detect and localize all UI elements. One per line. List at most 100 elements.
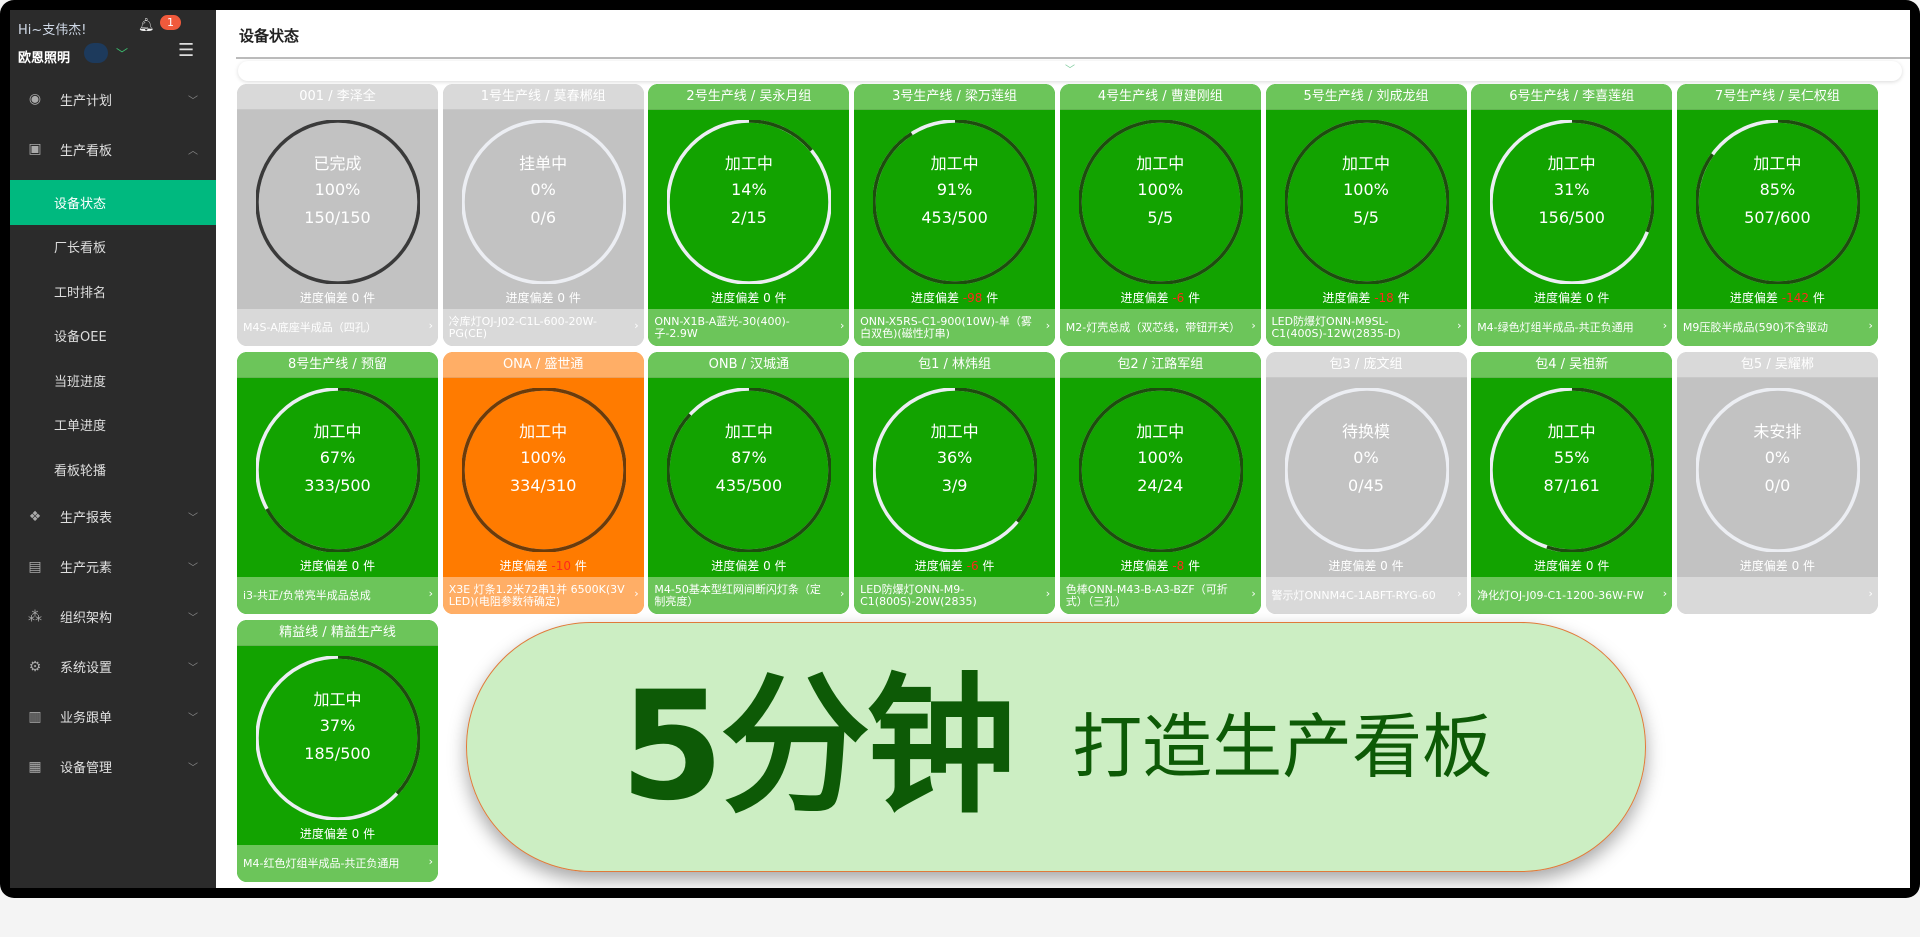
card-product[interactable]: M4S-A底座半成品（四孔）› xyxy=(237,309,438,346)
progress-ring xyxy=(1695,120,1860,284)
sidebar-item-shift-progress[interactable]: 当班进度 xyxy=(54,374,107,390)
card-product[interactable]: ONN-X5RS-C1-900(10W)-单（雾白双色)(磁性灯串)› xyxy=(854,309,1056,346)
menu-item-production-plan[interactable]: ◉生产计划﹀ xyxy=(10,74,216,124)
card-product[interactable]: 冷库灯OJ-J02-C1L-600-20W-PG(CE)› xyxy=(442,309,644,346)
progress-ring xyxy=(256,120,420,284)
card-deviation: 进度偏差 -18 件 xyxy=(1266,290,1467,306)
device-card[interactable]: 1号生产线 / 莫春郴组 挂单中 0% 0/6 进度偏差 0 件 冷库灯OJ-J… xyxy=(442,84,644,346)
card-deviation: 进度偏差 0 件 xyxy=(1677,558,1878,574)
device-card[interactable]: ONA / 盛世通 加工中 100% 334/310 进度偏差 -10 件 X3… xyxy=(442,352,644,614)
device-card[interactable]: 6号生产线 / 李喜莲组 加工中 31% 156/500 进度偏差 0 件 M4… xyxy=(1471,84,1673,346)
card-product[interactable]: › xyxy=(1676,577,1878,614)
menu-label: 系统设置 xyxy=(60,661,113,676)
sidebar-item-order-progress[interactable]: 工单进度 xyxy=(54,419,107,435)
notification-badge[interactable]: 1 xyxy=(160,15,181,30)
menu-item-reports[interactable]: ❖生产报表﹀ xyxy=(10,492,216,542)
card-status: 挂单中 xyxy=(519,154,568,173)
card-product[interactable]: 净化灯OJ-J09-C1-1200-36W-FW› xyxy=(1471,577,1673,614)
deviation-unit: 件 xyxy=(568,291,581,305)
deviation-value: 0 xyxy=(1585,291,1594,305)
card-product[interactable]: LED防爆灯ONN-M9-C1(800S)-20W(2835)› xyxy=(854,577,1056,614)
card-percent: 0% xyxy=(1353,448,1379,467)
chevron-right-icon: › xyxy=(1251,587,1256,600)
bell-icon[interactable]: 🔔︎ xyxy=(138,18,155,33)
sidebar-item-board-carousel[interactable]: 看板轮播 xyxy=(54,463,107,479)
card-product[interactable]: 色棒ONN-M43-B-A3-BZF（可折式）（三孔） › xyxy=(1059,577,1261,614)
card-product[interactable]: M9压胶半成品(590)不含驱动› xyxy=(1676,309,1878,346)
card-deviation: 进度偏差 0 件 xyxy=(648,558,849,574)
card-count: 150/150 xyxy=(304,208,371,227)
sidebar: Hi~支伟杰! 🔔︎ 1 欧恩照明 ﹀ ☰ ◉生产计划﹀ ▣生产看板︿ 设备状态… xyxy=(10,10,216,888)
menu-item-settings[interactable]: ⚙系统设置﹀ xyxy=(10,642,216,692)
product-name: i3-共正/负常亮半成品总成 xyxy=(243,588,371,602)
chevron-down-icon: ﹀ xyxy=(1065,65,1075,76)
product-name: 色棒ONN-M43-B-A3-BZF（可折式）（三孔） xyxy=(1065,582,1228,608)
card-deviation: 进度偏差 -6 件 xyxy=(1060,290,1261,306)
card-percent: 36% xyxy=(936,448,973,467)
device-card[interactable]: 包4 / 吴祖新 加工中 55% 87/161 进度偏差 0 件 净化灯OJ-J… xyxy=(1471,352,1673,614)
company-name[interactable]: 欧恩照明 xyxy=(18,51,71,66)
promo-headline: 5分钟 xyxy=(619,660,1016,834)
device-card[interactable]: 5号生产线 / 刘成龙组 加工中 100% 5/5 进度偏差 -18 件 LED… xyxy=(1265,84,1467,346)
card-count: 87/161 xyxy=(1543,476,1600,495)
machine-icon: ▤ xyxy=(28,558,42,575)
card-count: 334/310 xyxy=(509,476,577,495)
card-product[interactable]: i3-共正/负常亮半成品总成› xyxy=(237,577,438,614)
card-status: 加工中 xyxy=(1341,154,1390,173)
card-status: 加工中 xyxy=(1547,154,1596,173)
deviation-unit: 件 xyxy=(986,291,999,305)
card-count: 435/500 xyxy=(715,476,783,495)
device-card[interactable]: 包5 / 吴耀郴 未安排 0% 0/0 进度偏差 0 件 › xyxy=(1676,352,1878,614)
menu-label: 生产元素 xyxy=(60,561,113,576)
card-product[interactable]: 警示灯ONNM4C-1ABFT-RYG-60› xyxy=(1265,577,1467,614)
menu-item-order-tracking[interactable]: ▥业务跟单﹀ xyxy=(10,692,216,742)
card-product[interactable]: ONN-X1B-A蓝光-30(400)-子-2.9W› xyxy=(648,309,850,346)
deviation-value: 0 xyxy=(763,291,771,305)
deviation-unit: 件 xyxy=(1188,291,1201,305)
filter-bar-toggle[interactable]: ﹀ xyxy=(238,61,1902,81)
sidebar-item-hours-ranking[interactable]: 工时排名 xyxy=(54,285,107,301)
device-card[interactable]: 001 / 李泽全 已完成 100% 150/150 进度偏差 0 件 M4S-… xyxy=(237,84,438,346)
document-icon: ▥ xyxy=(28,708,42,725)
device-card[interactable]: 包3 / 庞文组 待换模 0% 0/45 进度偏差 0 件 警示灯ONNM4C-… xyxy=(1265,352,1467,614)
progress-ring-fill xyxy=(873,120,1038,284)
device-card[interactable]: 精益线 / 精益生产线 加工中 37% 185/500 进度偏差 0 件 M4-… xyxy=(237,620,438,882)
deviation-label: 进度偏差 xyxy=(1120,291,1169,305)
chevron-right-icon: › xyxy=(634,587,639,600)
sidebar-item-device-oee[interactable]: 设备OEE xyxy=(54,330,107,346)
card-product[interactable]: M4-50基本型红网间断闪灯条（定制亮度）› xyxy=(648,577,850,614)
chevron-right-icon: › xyxy=(634,319,639,332)
card-product[interactable]: X3E 灯条1.2米72串1并 6500K(3V LED)(电阻参数待确定)› xyxy=(442,577,644,614)
card-percent: 67% xyxy=(319,448,356,467)
menu-item-organization[interactable]: ⁂组织架构﹀ xyxy=(10,592,216,642)
card-product[interactable]: LED防爆灯ONN-M9SL-C1(400S)-12W(2835-D)› xyxy=(1265,309,1467,346)
card-product[interactable]: M4-绿色灯组半成品-共正负通用› xyxy=(1471,309,1673,346)
sidebar-item-manager-board[interactable]: 厂长看板 xyxy=(54,241,107,257)
device-card[interactable]: 8号生产线 / 预留 加工中 67% 333/500 进度偏差 0 件 i3-共… xyxy=(237,352,438,614)
menu-item-elements[interactable]: ▤生产元素﹀ xyxy=(10,542,216,592)
device-card[interactable]: 7号生产线 / 吴仁权组 加工中 85% 507/600 进度偏差 -142 件… xyxy=(1676,84,1878,346)
card-deviation: 进度偏差 -6 件 xyxy=(854,558,1055,574)
sidebar-item-device-status[interactable]: 设备状态 xyxy=(10,180,216,225)
menu-item-device-management[interactable]: ▦设备管理﹀ xyxy=(10,742,216,792)
device-card[interactable]: 包2 / 江路军组 加工中 100% 24/24 进度偏差 -8 件 色棒ONN… xyxy=(1059,352,1261,614)
device-card[interactable]: ONB / 汉城通 加工中 87% 435/500 进度偏差 0 件 M4-50… xyxy=(648,352,850,614)
card-deviation: 进度偏差 0 件 xyxy=(443,290,644,306)
chevron-down-icon[interactable]: ﹀ xyxy=(116,47,129,61)
collapse-menu-icon[interactable]: ☰ xyxy=(178,40,195,61)
deviation-value: 0 xyxy=(351,291,360,305)
card-product[interactable]: M4-红色灯组半成品-共正负通用› xyxy=(237,845,438,882)
card-title: 4号生产线 / 曹建刚组 xyxy=(1059,84,1261,110)
device-card[interactable]: 包1 / 林炜组 加工中 36% 3/9 进度偏差 -6 件 LED防爆灯ONN… xyxy=(854,352,1056,614)
card-percent: 37% xyxy=(319,716,356,735)
monitor-icon: ▣ xyxy=(28,141,42,157)
card-count: 3/9 xyxy=(941,476,968,495)
device-card[interactable]: 4号生产线 / 曹建刚组 加工中 100% 5/5 进度偏差 -6 件 M2-灯… xyxy=(1059,84,1261,346)
device-card[interactable]: 2号生产线 / 吴永月组 加工中 14% 2/15 进度偏差 0 件 ONN-X… xyxy=(648,84,850,346)
menu-item-production-board[interactable]: ▣生产看板︿ xyxy=(10,124,216,174)
card-product[interactable]: M2-灯壳总成（双芯线，带钮开关）› xyxy=(1059,309,1261,346)
progress-ring-fill xyxy=(1078,388,1243,552)
chevron-right-icon: › xyxy=(428,319,433,332)
device-card[interactable]: 3号生产线 / 梁万莲组 加工中 91% 453/500 进度偏差 -98 件 … xyxy=(854,84,1056,346)
progress-ring xyxy=(1490,388,1655,552)
